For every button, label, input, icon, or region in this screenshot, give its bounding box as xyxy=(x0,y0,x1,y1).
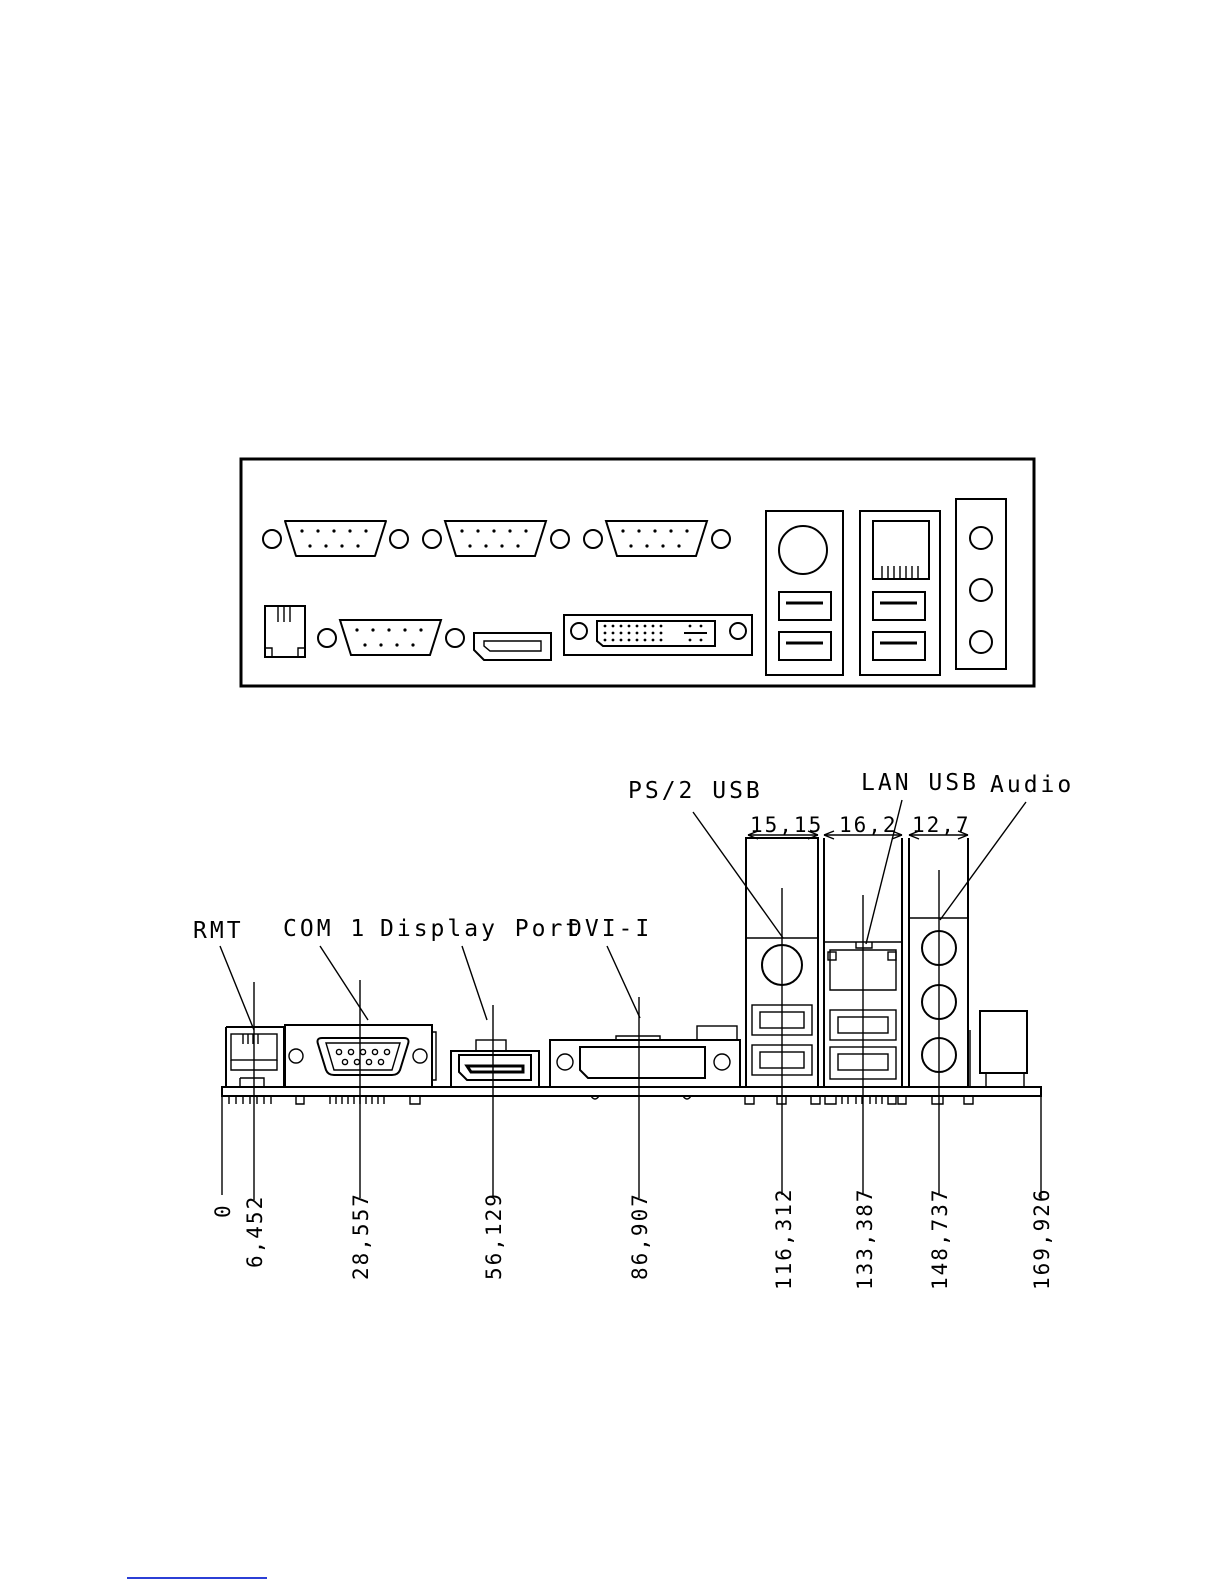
db9-connector-2 xyxy=(423,521,569,556)
label-rmt: RMT xyxy=(193,918,244,944)
pos-displayport: 56,129 xyxy=(482,1192,506,1280)
displayport-side xyxy=(451,1040,539,1087)
pos-end: 169,926 xyxy=(1030,1187,1054,1290)
db9-com1-top xyxy=(318,620,464,655)
pos-rmt: 6,452 xyxy=(243,1195,267,1268)
pos-com1: 28,557 xyxy=(349,1192,373,1280)
board-side-view xyxy=(220,800,1041,1200)
rmt-jack-top xyxy=(265,606,305,657)
label-com1: COM 1 xyxy=(283,916,367,942)
dvi-side xyxy=(550,1026,740,1087)
rmt-jack-side xyxy=(226,1027,284,1087)
audio-side xyxy=(909,838,1027,1087)
io-shield-outline xyxy=(241,459,1034,686)
io-shield-top-view xyxy=(241,459,1034,686)
width-ps2-usb: 15,15 xyxy=(750,813,823,837)
lan-usb-stack-top xyxy=(860,511,940,675)
width-lan-usb: 16,2 xyxy=(839,813,898,837)
db9-connector-1 xyxy=(263,521,408,556)
label-lan-usb: LAN USB xyxy=(861,770,979,796)
displayport-top xyxy=(474,633,551,660)
pcb-board xyxy=(222,1087,1041,1096)
page-footer-rule xyxy=(127,1577,267,1579)
width-audio: 12,7 xyxy=(912,813,971,837)
pos-audio: 148,737 xyxy=(928,1187,952,1290)
db9-connector-3 xyxy=(584,521,730,556)
pos-dvi: 86,907 xyxy=(628,1192,652,1280)
dvi-connector-top xyxy=(564,615,752,655)
underboard-leads xyxy=(229,1096,973,1104)
pos-ps2-usb: 116,312 xyxy=(772,1187,796,1290)
label-ps2-usb: PS/2 USB xyxy=(628,778,763,804)
label-audio: Audio xyxy=(990,772,1074,798)
audio-stack-top xyxy=(956,499,1006,669)
pos-lan-usb: 133,387 xyxy=(853,1187,877,1290)
label-display-port: Display Port xyxy=(380,916,582,942)
ps2-usb-stack-top xyxy=(766,511,843,675)
label-dvi: DVI-I xyxy=(568,916,652,942)
pos-zero: 0 xyxy=(211,1203,235,1218)
leader-lines xyxy=(220,800,1026,1030)
